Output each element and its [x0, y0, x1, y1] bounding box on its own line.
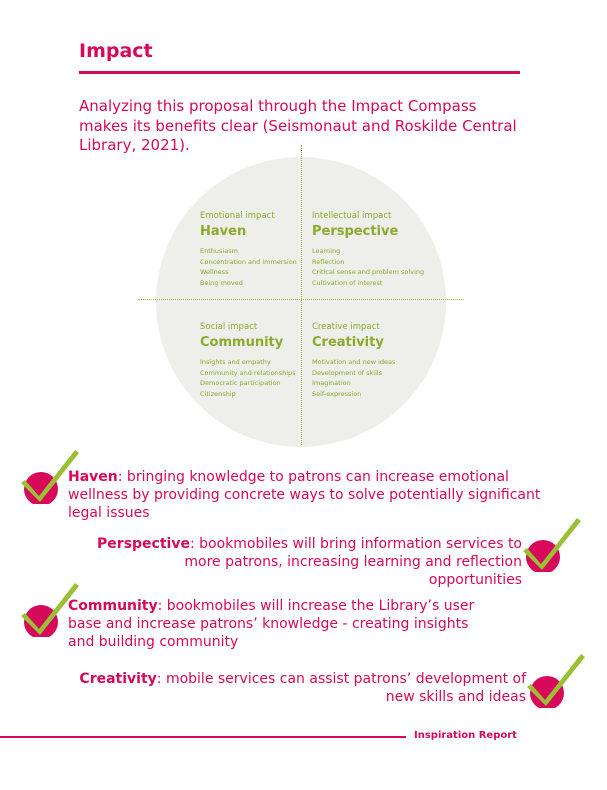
footer-label: Inspiration Report [414, 730, 517, 741]
quadrant-items: Motivation and new ideas Development of … [312, 357, 430, 399]
compass-quadrant-perspective: Intellectual impact Perspective Learning… [312, 211, 430, 288]
quadrant-title: Community [200, 335, 284, 350]
compass-vertical-axis [301, 145, 302, 445]
quadrant-title: Haven [200, 224, 247, 239]
quadrant-item: Reflection [312, 257, 345, 266]
check-mark-icon [523, 518, 581, 572]
benefit-haven: Haven: bringing knowledge to patrons can… [68, 468, 568, 522]
benefit-perspective: Perspective: bookmobiles will bring info… [90, 535, 522, 589]
quadrant-title: Creativity [312, 335, 384, 350]
benefit-text: : bookmobiles will increase the Library’… [68, 598, 475, 650]
quadrant-category: Creative impact [312, 322, 380, 332]
page-heading: Impact [79, 40, 153, 62]
quadrant-category: Intellectual impact [312, 211, 392, 221]
benefit-term: Community [68, 598, 158, 614]
quadrant-category: Emotional impact [200, 211, 275, 221]
quadrant-item: Development of skills [312, 368, 383, 377]
check-mark-icon [21, 583, 79, 637]
quadrant-item: Imagination [312, 379, 351, 387]
quadrant-item: Concentration and immersion [200, 257, 297, 266]
quadrant-items: Enthusiasm Concentration and immersion W… [200, 246, 318, 288]
benefit-term: Creativity [79, 671, 157, 687]
quadrant-items: Insights and empathy Community and relat… [200, 357, 318, 399]
quadrant-item: Learning [312, 247, 341, 255]
quadrant-item: Motivation and new ideas [312, 358, 396, 366]
benefit-community: Community: bookmobiles will increase the… [68, 597, 498, 651]
benefit-creativity: Creativity: mobile services can assist p… [70, 670, 526, 706]
quadrant-item: Being moved [200, 278, 243, 287]
compass-quadrant-community: Social impact Community Insights and emp… [200, 322, 318, 399]
quadrant-item: Cultivation of interest [312, 278, 383, 287]
quadrant-item: Citizenship [200, 389, 236, 398]
quadrant-item: Insights and empathy [200, 358, 271, 366]
footer-divider [0, 736, 406, 738]
compass-quadrant-haven: Emotional impact Haven Enthusiasm Concen… [200, 211, 318, 288]
benefit-term: Perspective [97, 536, 190, 552]
quadrant-item: Enthusiasm [200, 247, 238, 255]
quadrant-items: Learning Reflection Critical sense and p… [312, 246, 430, 288]
quadrant-item: Critical sense and problem solving [312, 268, 425, 276]
benefit-text: : bookmobiles will bring information ser… [184, 536, 522, 588]
quadrant-item: Wellness [200, 268, 229, 276]
benefit-text: : mobile services can assist patrons’ de… [156, 671, 526, 705]
quadrant-item: Community and relationships [200, 368, 296, 377]
quadrant-category: Social impact [200, 322, 258, 332]
benefit-text: : bringing knowledge to patrons can incr… [68, 469, 541, 521]
check-mark-icon [21, 450, 79, 504]
quadrant-item: Democratic participation [200, 379, 281, 387]
benefit-term: Haven [68, 469, 118, 485]
check-mark-icon [527, 654, 585, 708]
heading-divider [79, 71, 520, 74]
quadrant-item: Self-expression [312, 389, 362, 398]
intro-paragraph: Analyzing this proposal through the Impa… [79, 97, 517, 154]
compass-quadrant-creativity: Creative impact Creativity Motivation an… [312, 322, 430, 399]
compass-horizontal-axis [138, 299, 464, 300]
quadrant-title: Perspective [312, 224, 399, 239]
